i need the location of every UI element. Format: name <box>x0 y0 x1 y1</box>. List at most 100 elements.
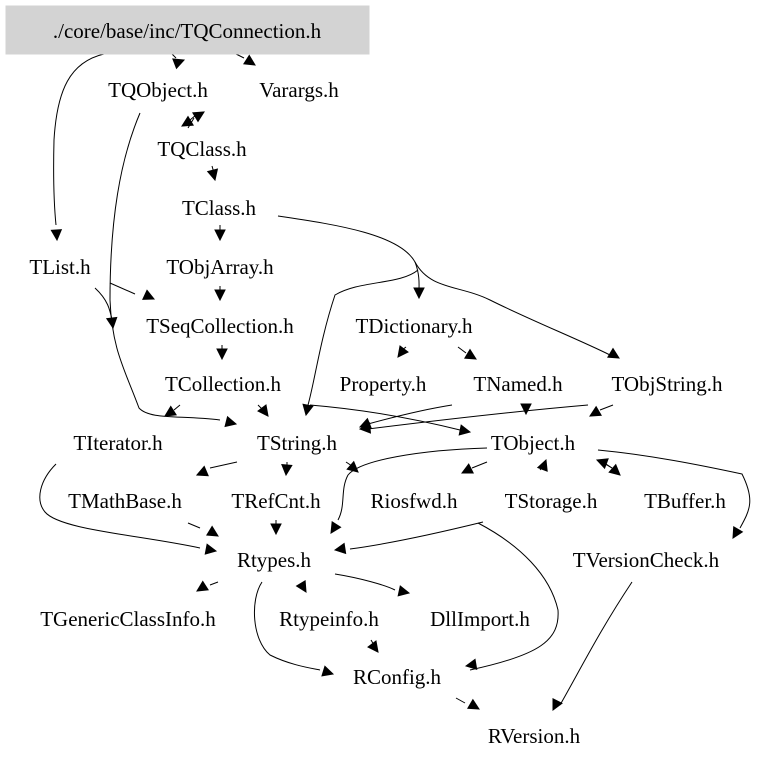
arrowhead-icon <box>257 404 269 417</box>
edge-TObjString-to-TObject <box>589 404 614 417</box>
node-TRefCnt[interactable]: TRefCnt.h <box>231 489 321 513</box>
edge-TList-to-TSeqCollection <box>109 282 156 300</box>
node-Riosfwd[interactable]: Riosfwd.h <box>371 489 458 513</box>
arrowhead-icon <box>397 345 409 358</box>
node-TVersionCheck[interactable]: TVersionCheck.h <box>573 548 720 572</box>
edge-line <box>173 404 181 411</box>
arrowhead-icon <box>206 168 219 182</box>
node-TClass[interactable]: TClass.h <box>182 196 257 220</box>
arrowhead-icon <box>105 316 118 330</box>
node-TNamed[interactable]: TNamed.h <box>473 372 563 396</box>
node-TList[interactable]: TList.h <box>29 255 91 279</box>
node-DllImport[interactable]: DllImport.h <box>430 607 530 631</box>
edge-TClass-to-TString <box>302 269 419 417</box>
edge-TCollection-to-TIterator <box>164 404 181 417</box>
node-TCollection[interactable]: TCollection.h <box>165 372 282 396</box>
node-Rtypes[interactable]: Rtypes.h <box>237 548 312 572</box>
edge-line <box>559 581 633 706</box>
edge-TObject-to-Riosfwd <box>330 447 488 534</box>
edge-TObjArray-to-TSeqCollection <box>214 286 226 302</box>
edge-line <box>235 53 245 59</box>
arrowhead-icon <box>467 698 480 710</box>
edge-line <box>253 581 321 671</box>
edge-Rtypes-to-DllImport <box>334 573 411 597</box>
edge-TMathBase-to-Rtypes <box>187 522 219 537</box>
edge-TString-to-TRefCnt <box>281 462 293 477</box>
edge-line <box>171 53 177 59</box>
edge-TClass-to-TObjString <box>414 261 620 359</box>
edge-line <box>597 449 751 529</box>
edge-TVersionCheck-to-RVersion <box>552 581 633 711</box>
node-Rtypeinfo[interactable]: Rtypeinfo.h <box>279 607 379 631</box>
arrowhead-icon <box>195 465 209 477</box>
edge-TQClass-to-TQObject <box>187 111 205 129</box>
edge-TCollection-to-TString <box>257 404 269 417</box>
edge-line <box>209 581 219 586</box>
node-TQObject[interactable]: TQObject.h <box>108 78 208 102</box>
edge-line <box>187 522 201 529</box>
arrowhead-icon <box>50 229 63 242</box>
edge-line <box>334 573 396 591</box>
node-TIterator[interactable]: TIterator.h <box>73 431 163 455</box>
edge-TSeqCollection-to-TCollection <box>216 345 228 361</box>
arrowhead-icon <box>224 415 238 428</box>
arrowhead-icon <box>589 405 602 417</box>
edge-TStorage-to-Rtypes <box>333 521 484 555</box>
edge-line <box>307 269 419 406</box>
edge-RConfig-to-RVersion <box>455 697 480 710</box>
root-node-box[interactable] <box>5 5 370 55</box>
arrowhead-icon <box>458 424 472 436</box>
node-TString[interactable]: TString.h <box>257 431 337 455</box>
node-TObjString[interactable]: TObjString.h <box>611 372 723 396</box>
node-RVersion[interactable]: RVersion.h <box>488 724 581 748</box>
edge-TDictionary-to-Property <box>397 345 409 358</box>
edge-TIterator-to-Rtypes <box>39 463 218 555</box>
edge-line <box>349 521 484 550</box>
arrowhead-icon <box>281 464 293 477</box>
arrowhead-icon <box>214 289 226 302</box>
node-TQClass[interactable]: TQClass.h <box>157 137 247 161</box>
edge-line <box>469 522 559 671</box>
arrowhead-icon <box>321 665 335 677</box>
node-RConfig[interactable]: RConfig.h <box>353 665 442 689</box>
arrowhead-icon <box>330 521 342 534</box>
edge-line <box>109 282 136 295</box>
node-TBuffer[interactable]: TBuffer.h <box>644 489 726 513</box>
edge-line <box>109 112 221 421</box>
node-TGenericClassInfo[interactable]: TGenericClassInfo.h <box>40 607 216 631</box>
node-TObjArray[interactable]: TObjArray.h <box>166 255 274 279</box>
arrowhead-icon <box>358 422 372 434</box>
edge-TClass-to-TDictionary <box>277 215 425 300</box>
node-TObject[interactable]: TObject.h <box>491 431 576 455</box>
node-Varargs[interactable]: Varargs.h <box>259 78 339 102</box>
node-Property[interactable]: Property.h <box>340 372 427 396</box>
edge-line <box>187 117 195 129</box>
node-TQConnection[interactable]: ./core/base/inc/TQConnection.h <box>53 19 322 43</box>
edge-line <box>39 463 201 549</box>
arrowhead-icon <box>413 287 425 300</box>
node-TMathBase[interactable]: TMathBase.h <box>68 489 182 513</box>
arrowhead-icon <box>302 403 314 417</box>
edge-TQConnection-to-TList <box>50 53 105 242</box>
nodes-layer: ./core/base/inc/TQConnection.h TQObject.… <box>5 5 726 748</box>
arrowhead-icon <box>243 54 256 66</box>
edge-line <box>367 404 589 430</box>
edge-line <box>414 261 611 356</box>
arrowhead-icon <box>206 525 219 537</box>
edge-TString-to-Riosfwd <box>345 460 359 473</box>
arrowhead-icon <box>397 585 411 597</box>
edge-TNamed-to-TObject <box>520 403 532 416</box>
arrowhead-icon <box>464 658 478 671</box>
edge-line <box>209 461 238 469</box>
edge-TQClass-to-TClass <box>206 165 219 182</box>
node-TSeqCollection[interactable]: TSeqCollection.h <box>146 314 294 338</box>
edge-TStorage-to-TObject <box>536 458 548 472</box>
arrowhead-icon <box>204 543 218 555</box>
node-TDictionary[interactable]: TDictionary.h <box>355 314 473 338</box>
edge-TQObject-to-TString <box>109 112 238 428</box>
edge-Rtypes-to-Rtypeinfo <box>295 580 307 593</box>
node-TStorage[interactable]: TStorage.h <box>505 489 598 513</box>
arrowhead-icon <box>461 463 474 474</box>
arrowhead-icon <box>172 58 186 70</box>
